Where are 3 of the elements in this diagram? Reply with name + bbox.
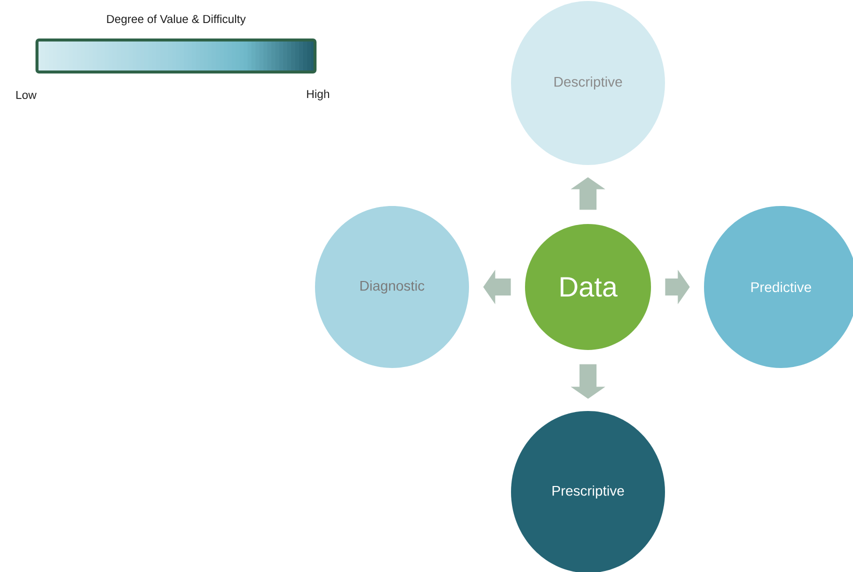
scale-label: Low (16, 91, 37, 99)
scale-title: Degree of Value & Difficulty (107, 14, 246, 26)
scale-label: High (307, 90, 330, 100)
